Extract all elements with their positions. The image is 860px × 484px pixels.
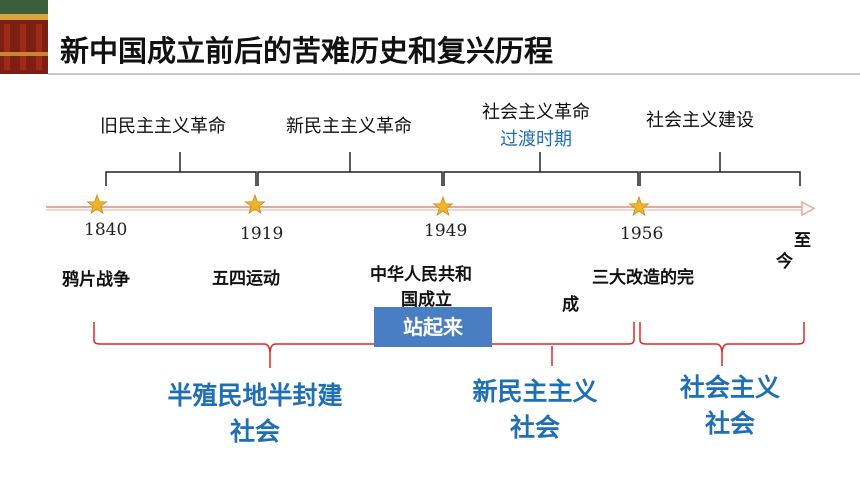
star-1840-icon (86, 193, 108, 215)
stand-up-badge: 站起来 (374, 307, 492, 347)
star-1956-icon (628, 195, 650, 217)
page-title: 新中国成立前后的苦难历史和复兴历程 (60, 34, 554, 68)
title-divider (48, 73, 860, 75)
society-semi-colonial-line2: 社会 (229, 417, 280, 446)
era-new-democratic-revolution: 新民主主义革命 (286, 116, 412, 137)
era-socialist-construction: 社会主义建设 (646, 110, 754, 131)
era-socialist-revolution: 社会主义革命 (482, 102, 590, 123)
event-opium-war: 鸦片战争 (62, 270, 130, 290)
year-1919: 1919 (240, 224, 284, 244)
star-1949-icon (432, 195, 454, 217)
event-may-fourth-movement: 五四运动 (212, 269, 280, 289)
red-brace-socialist (639, 322, 805, 366)
star-1919-icon (244, 193, 266, 215)
year-1949: 1949 (424, 221, 468, 241)
palace-decoration-image (0, 0, 48, 74)
present-label-1: 至 (794, 231, 811, 251)
era-transition-period: 过渡时期 (500, 129, 572, 150)
brace-1840-1919 (105, 152, 257, 186)
event-three-transformations-end: 成 (562, 295, 579, 315)
red-brace-semi-colonial (93, 322, 635, 368)
brace-1919-1949 (257, 152, 443, 186)
year-1840: 1840 (84, 220, 128, 240)
timeline-arrow (46, 200, 816, 217)
society-new-democratic-line1: 新民主主义 (472, 377, 598, 406)
event-prc-founding-line2: 国成立 (401, 290, 452, 310)
era-old-democratic-revolution: 旧民主主义革命 (100, 116, 226, 137)
present-label-2: 今 (776, 252, 793, 272)
society-socialist: 社会主义 社会 (660, 370, 800, 442)
society-new-democratic: 新民主主义 社会 (455, 374, 615, 446)
year-1956: 1956 (620, 224, 664, 244)
society-socialist-line1: 社会主义 (679, 373, 780, 402)
society-semi-colonial-semi-feudal: 半殖民地半封建 社会 (150, 378, 360, 450)
brace-1949-1956 (443, 152, 639, 186)
brace-1956-present (639, 152, 801, 186)
society-socialist-line2: 社会 (704, 409, 755, 438)
society-new-democratic-line2: 社会 (509, 413, 560, 442)
event-prc-founding-line1: 中华人民共和 (370, 265, 472, 285)
society-semi-colonial-line1: 半殖民地半封建 (167, 381, 343, 410)
event-three-transformations: 三大改造的完 (592, 268, 694, 288)
